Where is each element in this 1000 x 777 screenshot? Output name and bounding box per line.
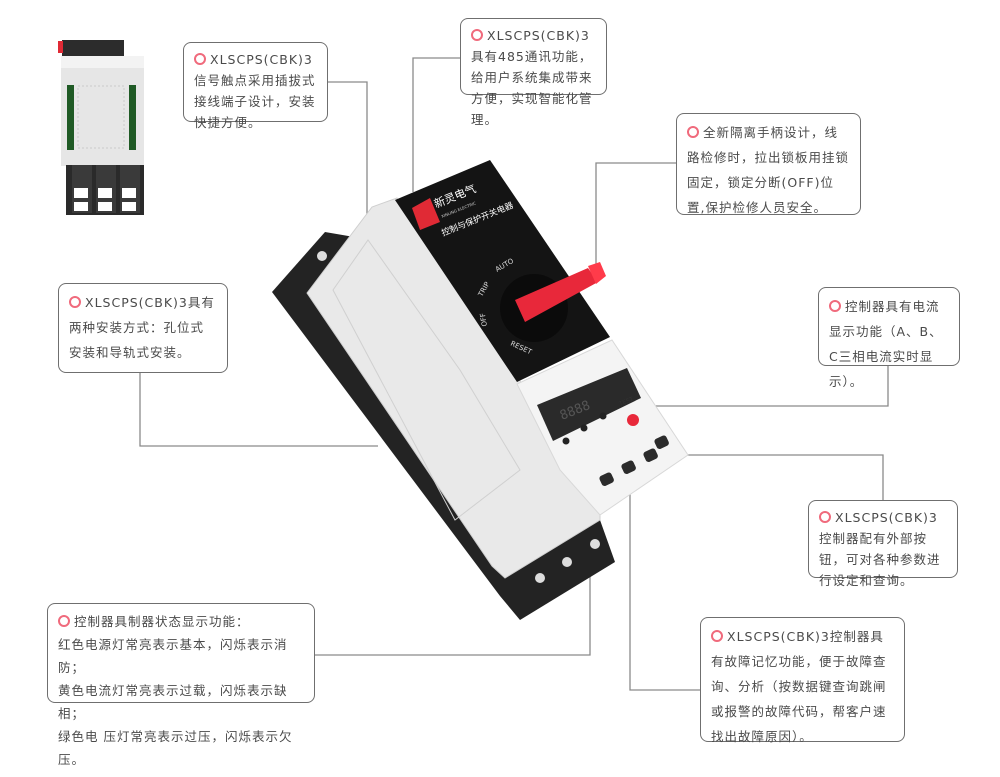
status-line-green: 绿色电 压灯常亮表示过压，闪烁表示欠压。 [58, 729, 293, 767]
isolation-handle[interactable] [515, 268, 598, 322]
callout-terminal: XLSCPS(CBK)3信号触点采用插拔式接线端子设计，安装快捷方便。 [183, 42, 328, 130]
current-led [580, 424, 588, 432]
bullet-ring-icon [58, 615, 70, 627]
callout-mount: XLSCPS(CBK)3具有两种安装方式：孔位式安装和导轨式安装。 [58, 283, 228, 373]
callout-title: 控制器具制器状态显示功能： [74, 614, 250, 629]
key-2[interactable] [620, 460, 636, 475]
callout-text: XLSCPS(CBK)3控制器具有故障记忆功能，便于故障查询、分析（按数据键查询… [711, 629, 887, 744]
line-mount [139, 372, 378, 447]
callout-fault: XLSCPS(CBK)3控制器具有故障记忆功能，便于故障查询、分析（按数据键查询… [700, 617, 905, 744]
current-display [537, 368, 641, 441]
test-button[interactable] [627, 414, 639, 426]
bullet-ring-icon [829, 300, 841, 312]
status-line-red: 红色电源灯常亮表示基本，闪烁表示消防； [58, 637, 288, 675]
callout-text: 全新隔离手柄设计，线路检修时，拉出锁板用挂锁固定，锁定分断(OFF)位置,保护检… [687, 125, 850, 215]
line-fault [629, 470, 700, 691]
green-terminal-right [129, 85, 136, 150]
callout-text: 控制器具有电流显示功能（A、B、C三相电流实时显示）。 [829, 299, 943, 389]
callout-buttons: XLSCPS(CBK)3控制器配有外部按钮，可对各种参数进行设定和查询。 [808, 500, 958, 588]
line-comm [412, 57, 460, 192]
padlock-plate[interactable] [588, 262, 606, 284]
line-terminal [328, 81, 368, 215]
line-handle [595, 162, 676, 268]
line-buttons [660, 454, 884, 500]
callout-comm: XLSCPS(CBK)3具有485通讯功能，给用户系统集成带来方便，实现智能化管… [460, 18, 607, 127]
green-terminal-left [67, 85, 74, 150]
brand-logo [412, 198, 440, 230]
callout-text: XLSCPS(CBK)3具有两种安装方式：孔位式安装和导轨式安装。 [69, 295, 215, 360]
dial-label-off: OFF [479, 312, 489, 327]
bullet-ring-icon [194, 53, 206, 65]
key-4[interactable] [653, 435, 669, 450]
bullet-ring-icon [711, 630, 723, 642]
bullet-ring-icon [69, 296, 81, 308]
bullet-ring-icon [819, 511, 831, 523]
status-line-yellow: 黄色电流灯常亮表示过载，闪烁表示缺相； [58, 683, 288, 721]
callout-handle: 全新隔离手柄设计，线路检修时，拉出锁板用挂锁固定，锁定分断(OFF)位置,保护检… [676, 113, 861, 215]
voltage-led [562, 437, 570, 445]
callout-current: 控制器具有电流显示功能（A、B、C三相电流实时显示）。 [818, 287, 960, 389]
bullet-ring-icon [471, 29, 483, 41]
line-current [600, 366, 889, 407]
key-3[interactable] [642, 448, 658, 463]
callout-text: XLSCPS(CBK)3具有485通讯功能，给用户系统集成带来方便，实现智能化管… [471, 28, 593, 127]
controller-panel [516, 339, 689, 516]
bullet-ring-icon [687, 126, 699, 138]
callout-text: XLSCPS(CBK)3控制器配有外部按钮，可对各种参数进行设定和查询。 [819, 510, 941, 588]
callout-text: XLSCPS(CBK)3信号触点采用插拔式接线端子设计，安装快捷方便。 [194, 52, 316, 130]
power-led [599, 412, 607, 420]
key-1[interactable] [598, 472, 614, 487]
callout-status: 控制器具制器状态显示功能： 红色电源灯常亮表示基本，闪烁表示消防； 黄色电流灯常… [47, 603, 315, 767]
